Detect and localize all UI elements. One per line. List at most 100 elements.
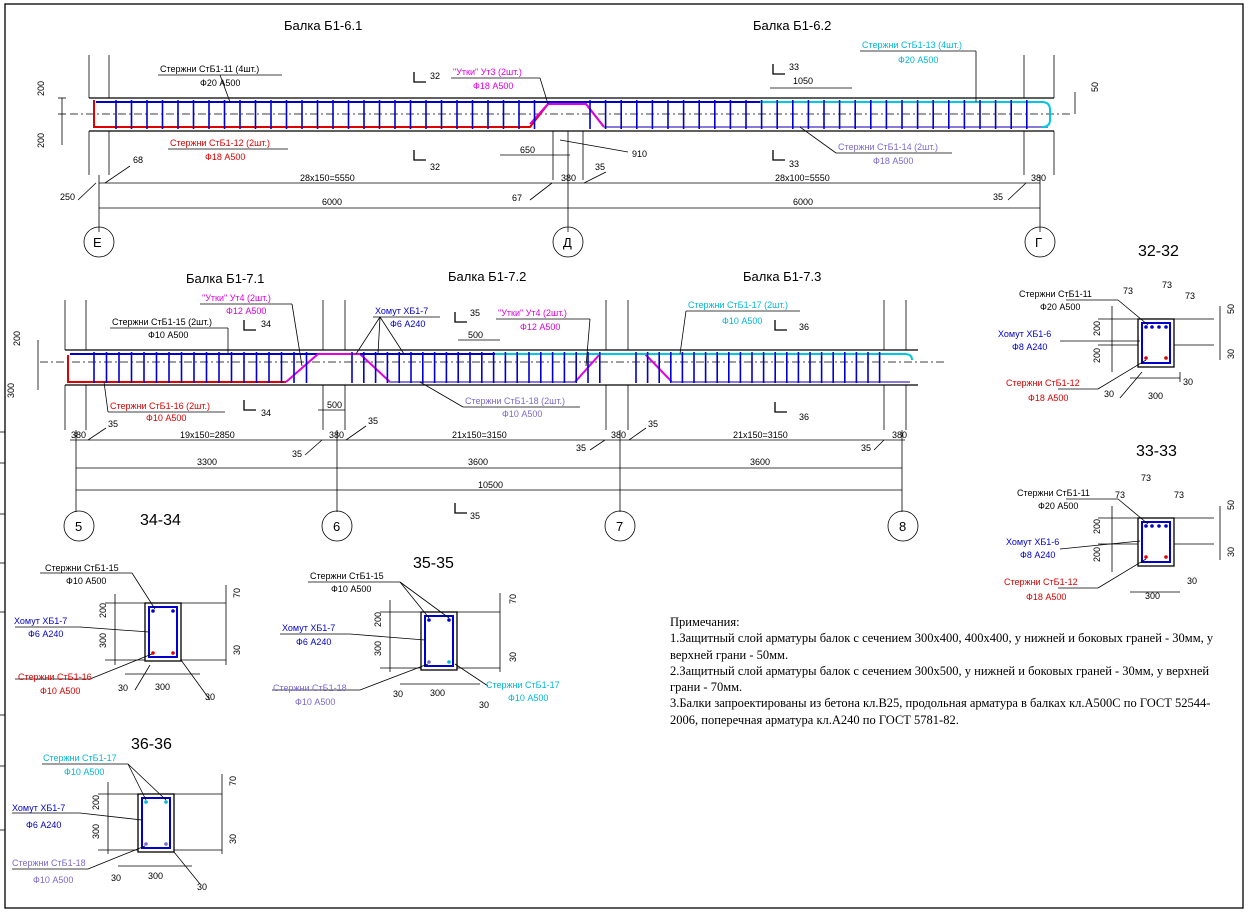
section-35 [272,581,501,691]
b7-d500b: 500 [468,330,483,340]
s33-d30a: 30 [1226,547,1236,557]
s36-d30b: 30 [111,873,121,883]
section-32 [1058,299,1221,399]
s32-d50: 50 [1226,304,1236,314]
b6-cut32a: 32 [430,71,440,81]
note-3: 3.Балки запроектированы из бетона кл.В25… [670,696,1211,727]
b7-l16s: Ф10 А500 [146,413,186,423]
b6-d67: 67 [512,193,522,203]
beam6-axis-bubbles: Е Д Г [83,226,1056,258]
s32-tops: Ф20 А500 [1040,302,1080,312]
title-s35: 35-35 [413,555,454,572]
s36-d300w: 300 [148,871,163,881]
title-s34: 34-34 [140,512,181,529]
b7-d300: 300 [6,383,16,398]
s33-bot: Стержни СтБ1-12 [1004,577,1078,587]
s32-d30a: 30 [1226,349,1236,359]
frame-ticks [0,431,5,831]
beam6-cut-marks: 32 32 33 33 [413,62,799,172]
title-s33: 33-33 [1136,443,1177,460]
s33-bots: Ф18 А500 [1026,592,1066,602]
b6-lut: "Утки" Ут3 (2шт.) [453,67,522,77]
b6-d650: 650 [520,145,535,155]
b6-d200b: 200 [36,133,46,148]
beam7-dims: 200 300 380 35 19x150=2850 35 380 35 21x… [6,330,907,512]
notes-block: Примечания: 1.Защитный слой арматуры бал… [670,614,1230,728]
b7-lut4as: Ф12 А500 [226,306,266,316]
b6-l12: Стержни СтБ1-12 (2шт.) [170,138,270,148]
section-36 [12,763,223,885]
b7-d200: 200 [12,331,22,346]
s33-mids: Ф8 А240 [1020,550,1055,560]
s32-mid: Хомут ХБ1-6 [998,329,1051,339]
title-b62: Балка Б1-6.2 [753,18,831,33]
s35-d200: 200 [373,612,383,627]
s35-mids: Ф6 А240 [296,637,331,647]
b6-axis-b: 6000 [793,197,813,207]
b7-lut4b: "Утки" Ут4 (2шт.) [498,308,567,318]
b6-d250: 250 [60,192,75,202]
sheet-frame [4,3,1244,909]
b6-d68: 68 [133,155,143,165]
b6-cut33a: 33 [789,62,799,72]
b7-cut35b: 35 [470,511,480,521]
s33-d200a: 200 [1092,519,1102,534]
b7-axis-b: 3600 [468,457,488,467]
s32-mids: Ф8 А240 [1012,342,1047,352]
s35-mid: Хомут ХБ1-7 [282,623,335,633]
b7-cut34a: 34 [261,319,271,329]
b7-l15: Стержни СтБ1-15 (2шт.) [112,317,212,327]
s34-d30c: 30 [205,692,215,702]
b7-span-a: 19x150=2850 [180,430,235,440]
b7-d380d: 380 [892,430,907,440]
b7-axis-a: 3300 [197,457,217,467]
b6-l12s: Ф18 А500 [205,152,245,162]
beam7-axis-bubbles: 5 6 7 8 [63,510,919,542]
beam7-labels: Стержни СтБ1-15 (2шт.) Ф10 А500 Стержни … [103,293,800,423]
b6-d50: 50 [1090,82,1100,92]
s34-d200: 200 [98,603,108,618]
b7-d35a: 35 [108,419,118,429]
b7-cut36b: 36 [799,412,809,422]
s32-d200b: 200 [1092,348,1102,363]
axis-e: Е [93,235,102,250]
s32-bot: Стержни СтБ1-12 [1006,378,1080,388]
b6-l11: Стержни СтБ1-11 (4шт.) [160,64,259,74]
title-b73: Балка Б1-7.3 [743,269,821,284]
s33-d73b: 73 [1141,473,1151,483]
b7-d380a: 380 [71,430,86,440]
b7-l18s: Ф10 А500 [502,409,542,419]
b7-lut4a: "Утки" Ут4 (2шт.) [202,293,271,303]
s34-mid: Хомут ХБ1-7 [14,616,67,626]
s33-d300: 300 [1145,591,1160,601]
s34-d300w: 300 [155,682,170,692]
s34-d30b: 30 [118,683,128,693]
title-b61: Балка Б1-6.1 [284,18,362,33]
b7-lx7: Хомут ХБ1-7 [375,306,428,316]
axis-5: 5 [75,519,82,534]
s32-d30c: 30 [1104,389,1114,399]
s33-d50: 50 [1226,500,1236,510]
s35-tops: Ф10 А500 [331,584,371,594]
b6-d380b: 380 [1031,173,1046,183]
s35-d70: 70 [508,594,518,604]
s36-d200: 200 [91,795,101,810]
beam6-outline [70,55,1070,180]
b7-l17s: Ф10 А500 [722,316,762,326]
s36-d70: 70 [228,776,238,786]
s35-d300: 300 [373,641,383,656]
s34-bot: Стержни СтБ1-16 [18,672,92,682]
s32-d73c: 73 [1185,291,1195,301]
title-b71: Балка Б1-7.1 [186,271,264,286]
s32-d200a: 200 [1092,321,1102,336]
s36-bot: Стержни СтБ1-18 [12,858,86,868]
b7-axis-c: 3600 [750,457,770,467]
s36-tops: Ф10 А500 [64,767,104,777]
s32-d73b: 73 [1162,280,1172,290]
b6-d380a: 380 [561,173,576,183]
b6-d35b: 35 [993,192,1003,202]
b7-d35c: 35 [368,416,378,426]
b7-total: 10500 [478,480,503,490]
b6-span-a: 28x150=5550 [300,173,355,183]
s32-bots: Ф18 А500 [1028,393,1068,403]
